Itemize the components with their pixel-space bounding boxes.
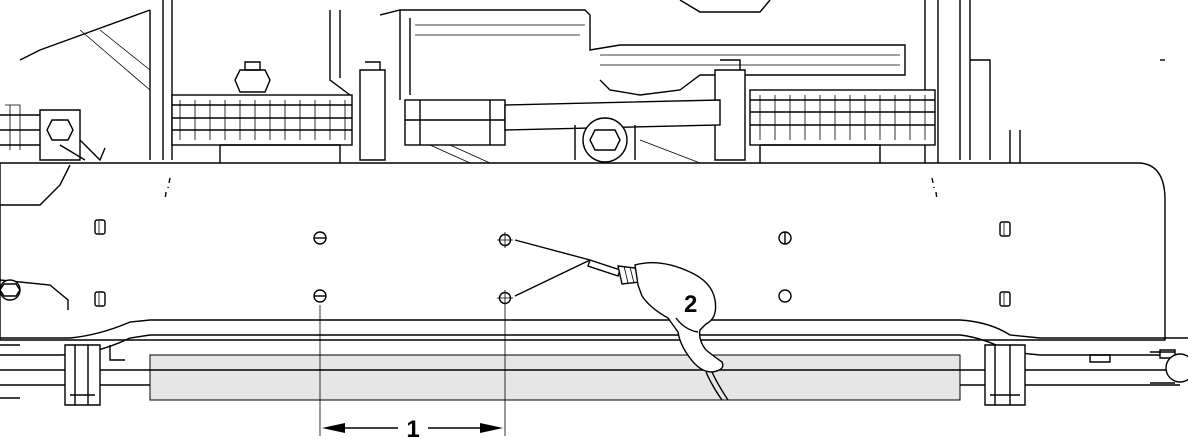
machinery-background [0,0,1165,165]
crosshair-hole-icon [497,290,513,306]
arrowhead-left [322,423,345,433]
slot [999,221,1011,237]
callout-1-label: 1 [406,416,419,439]
slot [94,219,106,235]
slot [94,291,106,307]
bolt-hole [778,289,792,303]
arrowhead-right [480,423,503,433]
hole-spacing-dimension: 1 [319,305,506,439]
leader-line-bottom [514,259,591,297]
power-drill-icon: 2 [587,259,729,401]
slot [999,291,1011,307]
drill-hole-markers [497,232,591,306]
crosshair-hole-icon [497,232,513,248]
deck-plate [0,162,1166,341]
callout-2-label: 2 [684,291,697,318]
leader-line-top [514,239,591,261]
drill-cord [705,371,729,401]
existing-holes [94,219,1011,307]
lower-rail [0,319,1188,406]
